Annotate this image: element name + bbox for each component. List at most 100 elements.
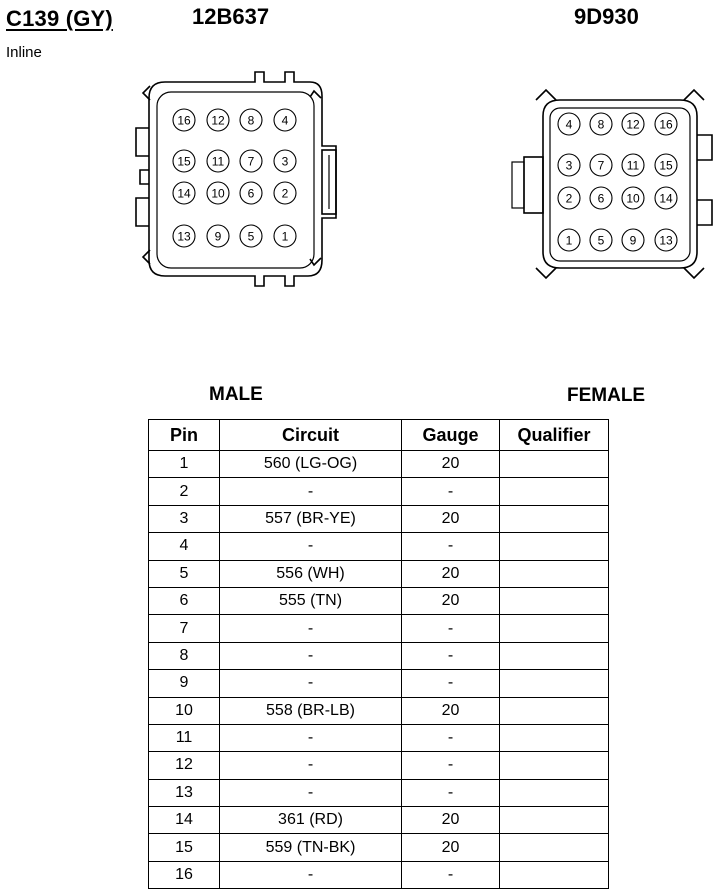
pin-number: 3 [282,155,289,169]
pin-cavity [206,181,230,205]
circuit-cell: - [219,641,402,671]
pin-cell: 5 [148,559,220,588]
circuit-cell: - [219,669,402,698]
circuit-cell: 559 (TN-BK) [219,833,402,862]
gauge-cell: 20 [401,586,500,616]
qualifier-cell [499,806,609,835]
pin-cell: 14 [148,806,220,835]
pin-cell: 9 [148,669,220,698]
circuit-cell: 361 (RD) [219,806,402,835]
pin-number: 9 [215,230,222,244]
pin-number: 10 [626,192,640,206]
qualifier-cell [499,778,609,808]
gauge-cell: - [401,477,500,506]
pin-number: 8 [598,118,605,132]
pin-number: 1 [566,234,573,248]
pin-number: 13 [177,230,191,244]
pin-number: 5 [598,234,605,248]
circuit-cell: 560 (LG-OG) [219,449,402,479]
pin-cavity [557,228,581,252]
pin-number: 15 [177,155,191,169]
pin-number: 2 [282,187,289,201]
qualifier-cell [499,669,609,698]
pin-cavity [172,224,196,248]
female-part-number: 9D930 [574,4,639,29]
qualifier-cell [499,532,609,561]
circuit-cell: 556 (WH) [219,559,402,588]
pin-number: 10 [211,187,225,201]
pin-cavity [621,153,645,177]
circuit-cell: - [219,477,402,506]
pin-cavity [621,186,645,210]
table-header-row: Pin Circuit Gauge Qualifier [148,419,609,451]
pin-number: 6 [598,192,605,206]
gauge-cell: - [401,723,500,753]
pin-cavity [589,153,613,177]
circuit-cell: 558 (BR-LB) [219,696,402,725]
pin-number: 6 [248,187,255,201]
pin-cavity [654,228,678,252]
qualifier-cell [499,614,609,643]
pin-cavity [172,108,196,132]
pin-number: 2 [566,192,573,206]
pin-number: 12 [211,114,225,128]
pin-number: 5 [248,230,255,244]
pin-number: 16 [177,114,191,128]
circuit-cell: 557 (BR-YE) [219,504,402,534]
circuit-cell: - [219,614,402,643]
circuit-cell: - [219,778,402,808]
circuit-cell: - [219,751,402,780]
pin-number: 13 [659,234,673,248]
pin-number: 4 [566,118,573,132]
circuit-cell: - [219,860,402,890]
table-row: 8-- [148,641,609,671]
qualifier-cell [499,833,609,862]
male-label: MALE [209,384,263,405]
circuit-cell: - [219,532,402,561]
pin-cell: 1 [148,449,220,479]
pin-number: 7 [598,159,605,173]
table-row: 11-- [148,723,609,753]
pin-cavity [239,224,263,248]
qualifier-column-header: Qualifier [499,419,609,451]
pin-cell: 15 [148,833,220,862]
male-connector-housing [135,71,337,287]
gauge-cell: - [401,532,500,561]
pin-cell: 7 [148,614,220,643]
qualifier-cell [499,696,609,725]
male-part-number: 12B637 [192,4,270,29]
pin-cavity [589,112,613,136]
pin-cavity [557,186,581,210]
pin-cavity [273,224,297,248]
pin-number: 4 [282,114,289,128]
qualifier-cell [499,751,609,780]
pin-cavity [654,153,678,177]
pin-cavity [206,224,230,248]
female-connector-housing [511,88,713,280]
qualifier-cell [499,641,609,671]
table-row: 13-- [148,778,609,808]
pin-number: 1 [282,230,289,244]
pin-cavity [172,181,196,205]
table-row: 4-- [148,532,609,561]
pin-number: 14 [659,192,673,206]
pin-number: 15 [659,159,673,173]
connector-id: C139 (GY) [6,6,113,31]
pin-cavity [206,108,230,132]
gauge-cell: 20 [401,806,500,835]
gauge-cell: 20 [401,504,500,534]
qualifier-cell [499,449,609,479]
pin-cell: 11 [148,723,220,753]
table-row: 16-- [148,860,609,890]
pin-cavity [273,149,297,173]
pin-cavity [557,153,581,177]
pin-number: 8 [248,114,255,128]
